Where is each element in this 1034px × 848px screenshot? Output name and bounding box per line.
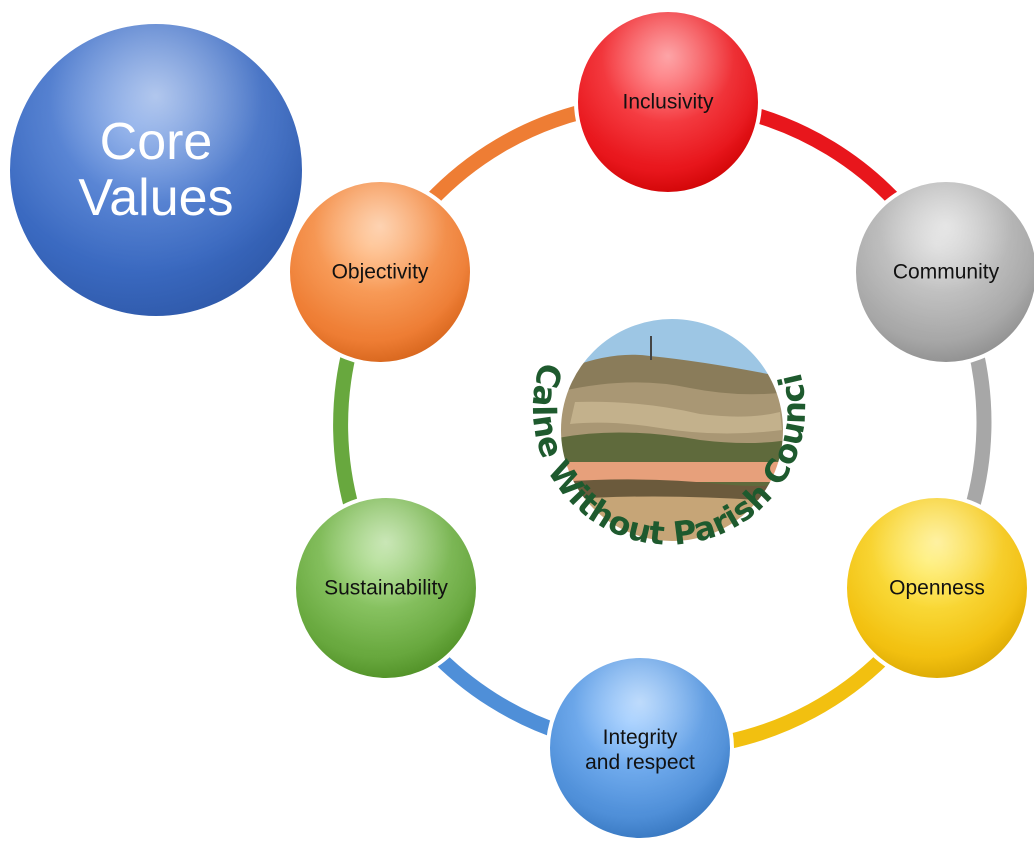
core-values-title: Core Values [36, 114, 276, 226]
value-circle-inclusivity [574, 8, 762, 196]
value-circle-community [852, 178, 1034, 366]
value-circle-objectivity [286, 178, 474, 366]
value-circle-integrity [546, 654, 734, 842]
value-circles [286, 8, 1034, 842]
value-circle-sustainability [292, 494, 480, 682]
value-circle-openness [843, 494, 1031, 682]
core-values-circle [6, 20, 306, 320]
core-values-title-line2: Values [78, 169, 234, 227]
core-values-title-line1: Core [99, 112, 213, 171]
